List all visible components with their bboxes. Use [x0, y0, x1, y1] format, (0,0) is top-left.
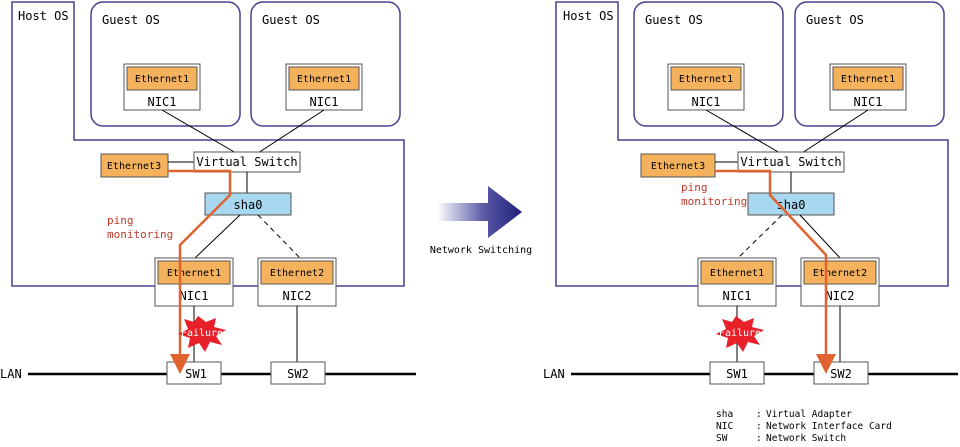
right-guest1-nic-label: NIC1	[692, 95, 721, 109]
left-ping-path	[168, 169, 232, 374]
left-host-nic2-label: NIC2	[283, 289, 312, 303]
right-guest2-nic-label: NIC1	[854, 95, 883, 109]
left-guest1-nic-label: NIC1	[148, 95, 177, 109]
left-guest2-nic-label: NIC1	[310, 95, 339, 109]
right-ethernet3	[640, 153, 716, 178]
right-host-nic2-ethernet	[803, 260, 877, 285]
legend-term-1: sha	[716, 409, 733, 420]
left-guest2-eth-label: Ethernet1	[297, 74, 351, 85]
right-host-os-label: Host OS	[563, 9, 614, 23]
left-host-nic1-eth-label: Ethernet1	[167, 268, 221, 279]
right-guest-os-1-label: Guest OS	[645, 13, 703, 27]
left-guest-os-2-label: Guest OS	[262, 13, 320, 27]
left-sha0-label: sha0	[234, 198, 263, 212]
network-switching-arrow: Network Switching	[430, 186, 532, 256]
right-link-guest2	[801, 109, 869, 154]
left-host-nic2-eth-label: Ethernet2	[270, 268, 324, 279]
left-ping-label: ping	[107, 214, 134, 227]
legend: sha : Virtual Adapter NIC : Network Inte…	[716, 409, 892, 444]
legend-desc-1: Virtual Adapter	[766, 409, 852, 420]
legend-sep-1: :	[756, 409, 762, 420]
right-sw1-label: SW1	[726, 367, 748, 381]
right-guest1-eth-label: Ethernet1	[679, 74, 733, 85]
right-sha0	[747, 192, 835, 216]
right-ping-label: ping	[681, 181, 708, 194]
switch-arrow-shape	[437, 186, 522, 238]
right-host-nic1-eth-label: Ethernet1	[710, 268, 764, 279]
left-sw2	[270, 361, 326, 385]
right-failure-label: Failure	[719, 328, 761, 339]
left-host-os-label: Host OS	[18, 9, 69, 23]
left-guest-os-1-label: Guest OS	[102, 13, 160, 27]
right-link-sha-nic1	[737, 214, 783, 259]
right-virtual-switch-label: Virtual Switch	[740, 155, 841, 169]
right-sw2-label: SW2	[830, 367, 852, 381]
left-link-guest1	[161, 109, 237, 154]
left-sw1-label: SW1	[185, 367, 207, 381]
left-host-nic1-ethernet	[157, 260, 231, 285]
right-failure-burst	[716, 316, 764, 352]
legend-desc-2: Network Interface Card	[766, 421, 892, 432]
right-guest2-ethernet	[832, 66, 904, 91]
network-switching-label: Network Switching	[430, 245, 532, 256]
left-link-sha-nic1	[194, 214, 241, 259]
right-host-nic1-ethernet	[700, 260, 774, 285]
left-ethernet3-label: Ethernet3	[107, 161, 161, 172]
right-monitoring-label: monitoring	[681, 195, 747, 208]
legend-sep-3: :	[756, 433, 762, 444]
legend-desc-3: Network Switch	[766, 433, 846, 444]
legend-term-2: NIC	[716, 421, 733, 432]
right-guest-os-2-label: Guest OS	[806, 13, 864, 27]
left-panel: Host OS Guest OS Guest OS Ethernet1 NIC1…	[0, 1, 416, 385]
right-link-guest1	[705, 109, 781, 154]
right-host-nic2-label: NIC2	[826, 289, 855, 303]
left-failure-label: Failure	[181, 328, 223, 339]
left-link-sha-nic2	[257, 214, 301, 259]
legend-sep-2: :	[756, 421, 762, 432]
left-sw2-label: SW2	[287, 367, 309, 381]
left-guest2-ethernet	[288, 66, 360, 91]
right-link-sha-nic2	[799, 214, 841, 259]
left-host-os-frame	[11, 1, 405, 287]
right-ethernet3-label: Ethernet3	[651, 161, 705, 172]
left-link-guest2	[257, 109, 325, 154]
left-guest1-eth-label: Ethernet1	[135, 74, 189, 85]
legend-term-3: SW	[716, 433, 728, 444]
right-host-os-frame	[555, 1, 949, 287]
right-sw1	[709, 361, 765, 385]
left-lan-label: LAN	[0, 367, 22, 381]
right-lan-label: LAN	[543, 367, 565, 381]
right-panel: Host OS Guest OS Guest OS Ethernet1 NIC1…	[543, 1, 958, 385]
right-ping-path	[715, 169, 836, 374]
left-monitoring-label: monitoring	[107, 228, 173, 241]
right-host-nic1-label: NIC1	[723, 289, 752, 303]
left-virtual-switch-label: Virtual Switch	[196, 155, 297, 169]
left-host-nic1-label: NIC1	[180, 289, 209, 303]
left-guest1-ethernet	[126, 66, 198, 91]
left-host-nic2-ethernet	[260, 260, 334, 285]
right-guest2-eth-label: Ethernet1	[841, 74, 895, 85]
left-ethernet3	[100, 153, 169, 178]
left-failure-burst	[178, 316, 226, 352]
right-host-nic2-eth-label: Ethernet2	[813, 268, 867, 279]
right-guest1-ethernet	[670, 66, 742, 91]
